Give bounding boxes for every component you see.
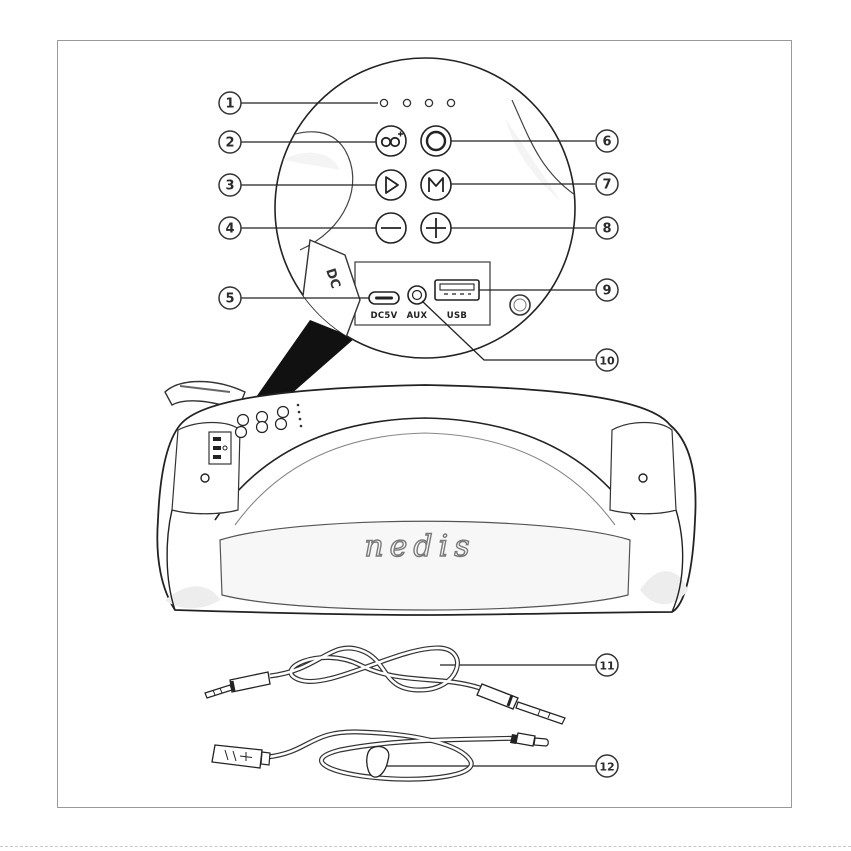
dc-port[interactable] xyxy=(369,292,399,304)
aux-cable xyxy=(205,648,565,724)
callout-4: 4 xyxy=(219,217,241,239)
usb-port[interactable] xyxy=(435,280,479,300)
callout-5: 5 xyxy=(219,287,241,309)
dc-port-label: DC5V xyxy=(371,311,398,321)
svg-text:2: 2 xyxy=(225,136,234,151)
svg-text:12: 12 xyxy=(599,761,614,774)
svg-text:5: 5 xyxy=(225,292,234,307)
aux-port[interactable] xyxy=(408,286,426,304)
callout-11: 11 xyxy=(596,654,618,676)
svg-text:11: 11 xyxy=(599,660,614,673)
callout-8: 8 xyxy=(596,217,618,239)
callout-12: 12 xyxy=(596,755,618,777)
svg-text:6: 6 xyxy=(602,135,611,150)
tws-link-button[interactable] xyxy=(376,126,406,156)
callout-6: 6 xyxy=(596,130,618,152)
svg-text:3: 3 xyxy=(225,179,234,194)
svg-text:1: 1 xyxy=(225,97,234,112)
aux-port-label: AUX xyxy=(407,311,428,321)
volume-down-button[interactable] xyxy=(376,213,406,243)
svg-text:4: 4 xyxy=(225,222,234,237)
page-bottom-rule xyxy=(0,846,851,847)
svg-text:9: 9 xyxy=(602,284,611,299)
power-button[interactable] xyxy=(421,126,451,156)
svg-text:7: 7 xyxy=(602,178,611,193)
callout-9: 9 xyxy=(596,279,618,301)
callout-2: 2 xyxy=(219,131,241,153)
callout-1: 1 xyxy=(219,92,241,114)
usb-cable xyxy=(212,732,548,779)
usb-port-label: USB xyxy=(447,311,467,321)
brand-logo: nedis xyxy=(364,529,475,564)
svg-text:8: 8 xyxy=(602,222,611,237)
mode-button[interactable] xyxy=(421,170,451,200)
callout-10: 10 xyxy=(596,349,618,371)
volume-up-button[interactable] xyxy=(421,213,451,243)
play-pause-button[interactable] xyxy=(376,170,406,200)
svg-text:10: 10 xyxy=(599,355,615,368)
callout-7: 7 xyxy=(596,173,618,195)
callout-3: 3 xyxy=(219,174,241,196)
